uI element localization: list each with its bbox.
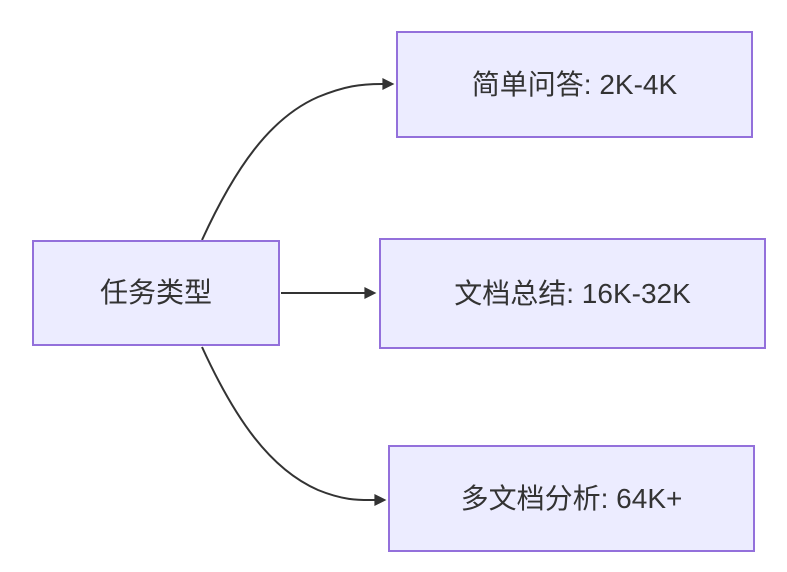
node-doc-summary-label: 文档总结: 16K-32K [454, 277, 691, 309]
node-simple-qa-label: 简单问答: 2K-4K [471, 68, 678, 100]
node-doc-summary: 文档总结: 16K-32K [379, 238, 766, 349]
node-task-type-label: 任务类型 [99, 277, 212, 309]
node-multi-doc: 多文档分析: 64K+ [388, 445, 755, 552]
node-multi-doc-label: 多文档分析: 64K+ [460, 482, 683, 514]
node-simple-qa: 简单问答: 2K-4K [396, 31, 753, 138]
edge-task-type-to-multi-doc [201, 346, 387, 507]
edge-task-type-to-simple-qa [201, 78, 395, 241]
node-task-type: 任务类型 [32, 240, 280, 346]
